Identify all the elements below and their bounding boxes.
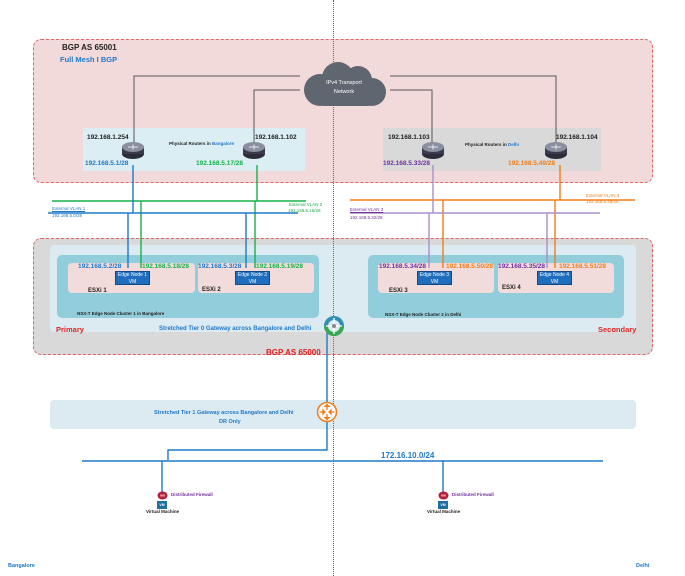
link-r3-transport bbox=[390, 89, 433, 147]
esxi2-ip-b: 192.168.5.19/28 bbox=[256, 263, 303, 270]
vlan2-subnet: 192.168.5.16/28 bbox=[288, 208, 321, 213]
vlan4-subnet: 192.168.5.48/28 bbox=[586, 199, 619, 204]
site-label-right: Delhi bbox=[636, 563, 650, 569]
caption-prefix: Physical Routers in bbox=[465, 142, 509, 147]
bgp-65001-title: BGP AS 65001 bbox=[62, 43, 117, 52]
distributed-firewall-icon bbox=[157, 491, 168, 500]
secondary-label: Secondary bbox=[598, 325, 637, 334]
esxi4-ip-b: 192.168.5.51/28 bbox=[559, 263, 606, 270]
vlan3-subnet: 192.168.5.32/28 bbox=[350, 215, 383, 220]
edge-node-title: Edge Node 3 bbox=[419, 272, 450, 278]
router-icon-2[interactable] bbox=[242, 140, 266, 160]
bgp-65000-label: BGP AS 65000 bbox=[266, 348, 321, 357]
router4-ip: 192.168.1.104 bbox=[556, 134, 598, 141]
site-divider bbox=[333, 0, 334, 576]
router-icon-3[interactable] bbox=[421, 140, 445, 160]
bangalore-routers-caption: Physical Routers in Bangalore bbox=[169, 141, 235, 147]
cluster2-caption: NSX-T Edge Node Cluster 2 in Delhi bbox=[385, 312, 462, 317]
edge-node-sub: VM bbox=[128, 279, 137, 285]
router-icon-1[interactable] bbox=[121, 140, 145, 160]
distributed-firewall-icon bbox=[438, 491, 449, 500]
esxi3-ip-a: 192.168.5.34/28 bbox=[379, 263, 426, 270]
router4-uplink: 192.168.5.49/28 bbox=[508, 160, 555, 167]
full-mesh-ibgp-label: Full Mesh I BGP bbox=[60, 55, 118, 64]
tier0-label: Stretched Tier 0 Gateway across Bangalor… bbox=[159, 326, 312, 332]
tier1-gateway-band bbox=[50, 400, 636, 429]
ipv4-transport-cloud-icon bbox=[304, 62, 386, 106]
vm-label: Virtual Machine bbox=[146, 509, 180, 514]
esxi3-ip-b: 192.168.5.50/28 bbox=[446, 263, 493, 270]
edge-node-1-vm[interactable]: Edge Node 1 VM bbox=[115, 271, 150, 285]
esxi2-ip-a: 192.168.5.3/28 bbox=[198, 263, 242, 270]
esxi1-ip-a: 192.168.5.2/28 bbox=[78, 263, 122, 270]
caption-site: Bangalore bbox=[212, 141, 235, 146]
site-label-left: Bangalore bbox=[8, 563, 35, 569]
esxi1-name: ESXi 1 bbox=[88, 288, 107, 294]
edge-node-sub: VM bbox=[248, 279, 257, 285]
firewall-label: Distributed Firewall bbox=[171, 492, 213, 497]
caption-site: Delhi bbox=[508, 142, 520, 147]
edge-node-title: Edge Node 2 bbox=[237, 272, 268, 278]
router1-uplink: 192.168.5.1/28 bbox=[85, 160, 129, 167]
edge-node-2-vm[interactable]: Edge Node 2 VM bbox=[235, 271, 270, 285]
esxi4-ip-a: 192.168.5.35/28 bbox=[498, 263, 545, 270]
vm-label: Virtual Machine bbox=[427, 509, 461, 514]
bangalore-routers-box bbox=[83, 128, 305, 171]
transport-label-line2: Network bbox=[333, 89, 355, 95]
vlan2-name: External VLAN 2 bbox=[289, 202, 323, 207]
transport-label: IPv4 Transport Network bbox=[319, 79, 369, 97]
vm-icon[interactable]: VM bbox=[157, 501, 167, 509]
edge-node-title: Edge Node 1 bbox=[117, 272, 148, 278]
edge-node-title: Edge Node 4 bbox=[539, 272, 570, 278]
vlan3-name: External VLAN 3 bbox=[350, 207, 384, 212]
router2-uplink: 192.168.5.17/28 bbox=[196, 160, 243, 167]
esxi1-ip-b: 192.168.5.18/28 bbox=[142, 263, 189, 270]
edge-node-4-vm[interactable]: Edge Node 4 VM bbox=[537, 271, 572, 285]
tier1-label-line1: Stretched Tier 1 Gateway across Bangalor… bbox=[154, 410, 294, 416]
edge-node-sub: VM bbox=[430, 279, 439, 285]
vm-icon[interactable]: VM bbox=[438, 501, 448, 509]
tier1-gateway-icon[interactable] bbox=[316, 401, 338, 423]
tier0-gateway-icon[interactable] bbox=[323, 315, 345, 337]
link-r2-transport bbox=[253, 89, 300, 147]
primary-label: Primary bbox=[56, 325, 84, 334]
vlan4-name: External VLAN 4 bbox=[586, 193, 620, 198]
router1-ip: 192.168.1.254 bbox=[87, 134, 129, 141]
router3-ip: 192.168.1.103 bbox=[388, 134, 430, 141]
tier1-label-line2: DR Only bbox=[219, 419, 241, 425]
router2-ip: 192.168.1.102 bbox=[255, 134, 297, 141]
transport-label-line1: IPv4 Transport bbox=[326, 80, 362, 86]
t1-segment-link bbox=[167, 420, 328, 460]
link-r1-transport bbox=[133, 75, 300, 147]
esxi3-name: ESXi 3 bbox=[389, 288, 408, 294]
vlan1-subnet: 192.168.5.0/28 bbox=[52, 213, 83, 218]
vlan1-name: External VLAN 1 bbox=[52, 206, 86, 211]
edge-node-sub: VM bbox=[550, 279, 559, 285]
edge-node-3-vm[interactable]: Edge Node 3 VM bbox=[417, 271, 452, 285]
caption-prefix: Physical Routers in bbox=[169, 141, 213, 146]
esxi4-name: ESXi 4 bbox=[502, 285, 521, 291]
esxi2-name: ESXi 2 bbox=[202, 287, 221, 293]
delhi-routers-caption: Physical Routers in Delhi bbox=[465, 142, 520, 148]
router-icon-4[interactable] bbox=[544, 140, 568, 160]
cluster1-caption: NSX-T Edge Node Cluster 1 in Bangalore bbox=[77, 311, 165, 316]
link-r4-transport bbox=[390, 75, 557, 147]
router3-uplink: 192.168.5.33/28 bbox=[383, 160, 430, 167]
firewall-label: Distributed Firewall bbox=[452, 492, 494, 497]
segment-subnet: 172.16.10.0/24 bbox=[381, 451, 435, 460]
